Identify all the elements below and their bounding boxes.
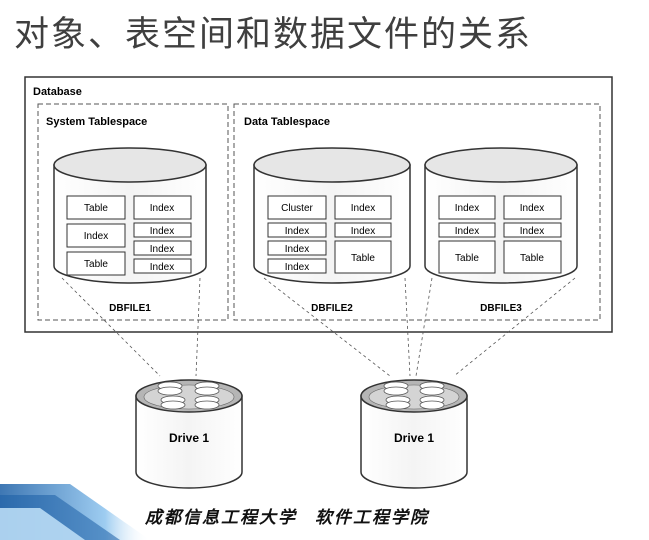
object-label: Table bbox=[455, 253, 479, 264]
datafile-dbfile3: Index Index Table Index Index Table DBFI… bbox=[424, 147, 578, 314]
object-label: Index bbox=[150, 226, 174, 237]
object-label: Table bbox=[84, 203, 108, 214]
object-label: Index bbox=[285, 262, 309, 273]
drive-left: Drive 1 bbox=[135, 379, 243, 489]
object-label: Index bbox=[351, 203, 375, 214]
drive-label: Drive 1 bbox=[394, 431, 434, 445]
system-tablespace-label: System Tablespace bbox=[46, 116, 147, 128]
footer-school: 成都信息工程大学 bbox=[145, 508, 297, 528]
object-label: Index bbox=[455, 226, 479, 237]
object-label: Index bbox=[285, 244, 309, 255]
object-label: Index bbox=[84, 231, 108, 242]
system-tablespace-frame bbox=[37, 103, 229, 321]
object-label: Table bbox=[351, 253, 375, 264]
object-label: Index bbox=[351, 226, 375, 237]
decorative-ribbon bbox=[0, 484, 150, 540]
datafile-label: DBFILE1 bbox=[109, 303, 151, 314]
data-tablespace-frame bbox=[233, 103, 601, 321]
object-label: Index bbox=[150, 262, 174, 273]
footer-college: 软件工程学院 bbox=[315, 508, 429, 528]
database-label: Database bbox=[33, 86, 82, 98]
object-label: Index bbox=[455, 203, 479, 214]
object-label: Index bbox=[150, 203, 174, 214]
connector-lines bbox=[61, 277, 576, 377]
object-label: Index bbox=[285, 226, 309, 237]
datafile-dbfile1: Table Index Table Index Index Index Inde… bbox=[53, 147, 207, 314]
datafile-dbfile2: Cluster Index Index Index Index Index Ta… bbox=[253, 147, 411, 314]
object-label: Cluster bbox=[281, 203, 313, 214]
data-tablespace-label: Data Tablespace bbox=[244, 116, 330, 128]
disk-platters-icon bbox=[383, 381, 445, 410]
slide-title: 对象、表空间和数据文件的关系 bbox=[14, 15, 533, 55]
object-label: Index bbox=[520, 226, 544, 237]
datafile-label: DBFILE3 bbox=[480, 303, 522, 314]
object-label: Index bbox=[150, 244, 174, 255]
object-label: Table bbox=[84, 259, 108, 270]
object-label: Table bbox=[520, 253, 544, 264]
datafile-label: DBFILE2 bbox=[311, 303, 353, 314]
object-label: Index bbox=[520, 203, 544, 214]
drive-right: Drive 1 bbox=[360, 379, 468, 489]
footer: 成都信息工程大学软件工程学院 bbox=[145, 503, 429, 528]
drive-label: Drive 1 bbox=[169, 431, 209, 445]
disk-platters-icon bbox=[157, 381, 220, 410]
